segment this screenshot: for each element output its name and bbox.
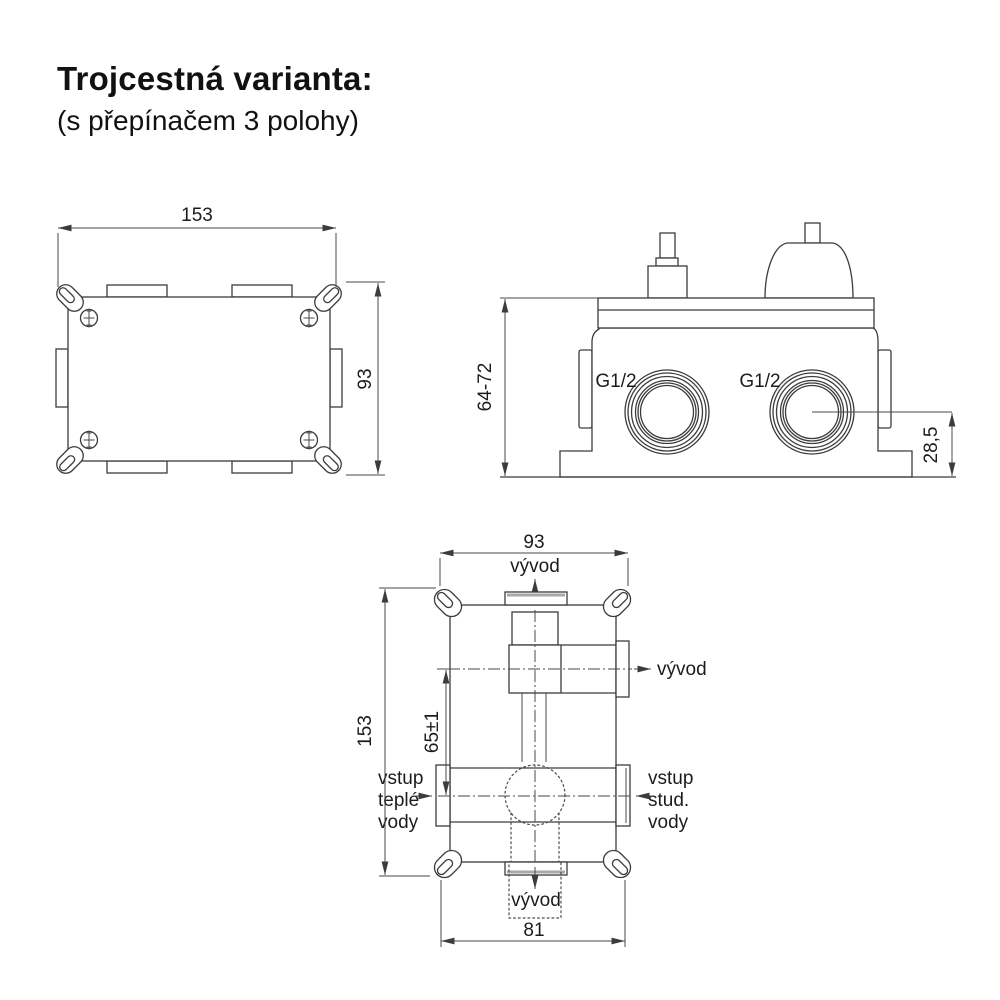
page-subtitle: (s přepínačem 3 polohy) bbox=[57, 105, 359, 136]
control-stem bbox=[647, 232, 688, 299]
dim-label-back-width: 93 bbox=[523, 532, 544, 553]
dim-label-outlet-axis: 65±1 bbox=[422, 711, 443, 753]
dim-side-depth: 64-72 bbox=[475, 297, 598, 476]
outlet-right: vývod bbox=[634, 659, 707, 680]
dim-label-bottom-span: 81 bbox=[523, 920, 544, 941]
side-view-top-plate bbox=[597, 297, 875, 329]
dim-bottom-span: 81 bbox=[440, 880, 626, 947]
side-view-tab-left bbox=[578, 349, 593, 429]
side-view-tab-right bbox=[877, 349, 892, 429]
center-lines bbox=[438, 610, 632, 864]
outlet-bottom-label: vývod bbox=[511, 890, 561, 911]
dim-back-height: 153 bbox=[355, 587, 436, 877]
outlet-top-label: vývod bbox=[510, 556, 560, 577]
title-block: Trojcestná varianta: (s přepínačem 3 pol… bbox=[57, 60, 373, 137]
dim-front-width: 153 bbox=[57, 205, 337, 287]
outlet-top: vývod bbox=[510, 556, 560, 593]
outlet-bottom: vývod bbox=[511, 867, 561, 911]
dim-label-front-height: 93 bbox=[355, 368, 376, 389]
dim-port-axis: 28,5 bbox=[812, 411, 956, 476]
dim-label-port-axis: 28,5 bbox=[921, 427, 942, 464]
dim-back-width: 93 bbox=[439, 532, 629, 586]
dim-outlet-axis: 65±1 bbox=[422, 668, 460, 795]
inlet-hot-label: vstup teplé vody bbox=[378, 768, 429, 833]
inlet-channel bbox=[450, 693, 616, 823]
thread-label-right: G1/2 bbox=[739, 371, 780, 392]
dim-label-side-depth: 64-72 bbox=[475, 363, 496, 412]
back-view: vývod vývod vývod vstup teplé vody vstup bbox=[355, 532, 707, 947]
screw-icon bbox=[79, 308, 319, 450]
outlet-right-label: vývod bbox=[657, 659, 707, 680]
dim-label-back-height: 153 bbox=[355, 715, 376, 747]
front-view-body bbox=[67, 296, 331, 462]
back-view-mounting-ears bbox=[433, 588, 632, 879]
inlet-cold-label: vstup stud. vody bbox=[648, 768, 699, 833]
diverter-knob bbox=[764, 222, 854, 299]
side-view: G1/2 G1/2 64-72 28,5 bbox=[475, 222, 956, 478]
side-view-body bbox=[559, 327, 913, 478]
inlet-hot: vstup teplé vody bbox=[378, 768, 432, 833]
inlet-cold: vstup stud. vody bbox=[636, 768, 699, 833]
dim-label-front-width: 153 bbox=[181, 205, 213, 226]
thread-label-left: G1/2 bbox=[595, 371, 636, 392]
front-view: 153 93 bbox=[55, 205, 385, 476]
port-g12-left bbox=[624, 369, 710, 455]
dim-front-height: 93 bbox=[346, 281, 385, 476]
front-view-mounting-ears bbox=[56, 284, 342, 474]
page-title: Trojcestná varianta: bbox=[57, 60, 373, 97]
